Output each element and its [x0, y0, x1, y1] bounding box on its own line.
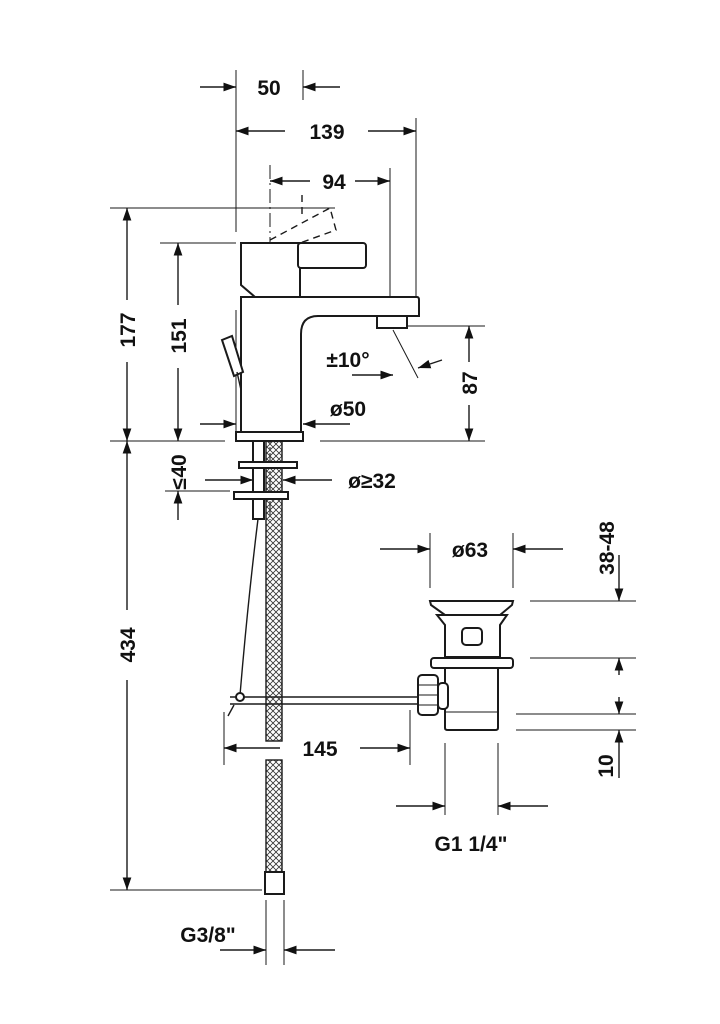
- dim-dia32: ø≥32: [205, 470, 396, 493]
- pop-up-waste: [417, 600, 515, 731]
- dim-g3-8: G3/8": [180, 900, 335, 965]
- dim-40: 40 ≤: [168, 454, 191, 520]
- svg-text:ø63: ø63: [452, 539, 488, 562]
- dim-151: 151: [168, 243, 191, 441]
- svg-text:145: 145: [302, 738, 337, 761]
- dim-angle: ±10°: [326, 329, 443, 380]
- svg-text:87: 87: [459, 371, 482, 394]
- dim-50: 50: [200, 77, 340, 100]
- dim-dia63: ø63: [380, 533, 563, 588]
- svg-text:ø50: ø50: [330, 398, 366, 421]
- dim-434: 434: [117, 441, 140, 890]
- svg-text:40: 40: [168, 454, 191, 477]
- dim-10: 10: [595, 730, 624, 778]
- svg-text:ø≥32: ø≥32: [348, 470, 396, 493]
- svg-text:94: 94: [322, 171, 346, 194]
- svg-text:177: 177: [117, 312, 140, 347]
- svg-text:10: 10: [595, 754, 618, 777]
- dim-38-48: 38-48: [516, 521, 636, 731]
- dim-177: 177: [117, 208, 140, 441]
- mixer: [220, 195, 420, 895]
- svg-text:G3/8": G3/8": [180, 924, 235, 947]
- dim-94: 94: [270, 171, 390, 194]
- svg-text:434: 434: [117, 627, 140, 662]
- dim-87: 87: [459, 326, 482, 441]
- svg-text:±10°: ±10°: [326, 349, 369, 372]
- svg-text:151: 151: [168, 318, 191, 353]
- dim-139: 139: [236, 121, 416, 144]
- dim-g1-1-4: G1 1/4": [396, 743, 548, 856]
- svg-text:G1 1/4": G1 1/4": [435, 833, 508, 856]
- svg-text:38-48: 38-48: [596, 521, 619, 575]
- svg-text:139: 139: [309, 121, 344, 144]
- svg-text:≤: ≤: [168, 478, 191, 490]
- svg-text:50: 50: [257, 77, 280, 100]
- dim-145: 145: [223, 710, 411, 765]
